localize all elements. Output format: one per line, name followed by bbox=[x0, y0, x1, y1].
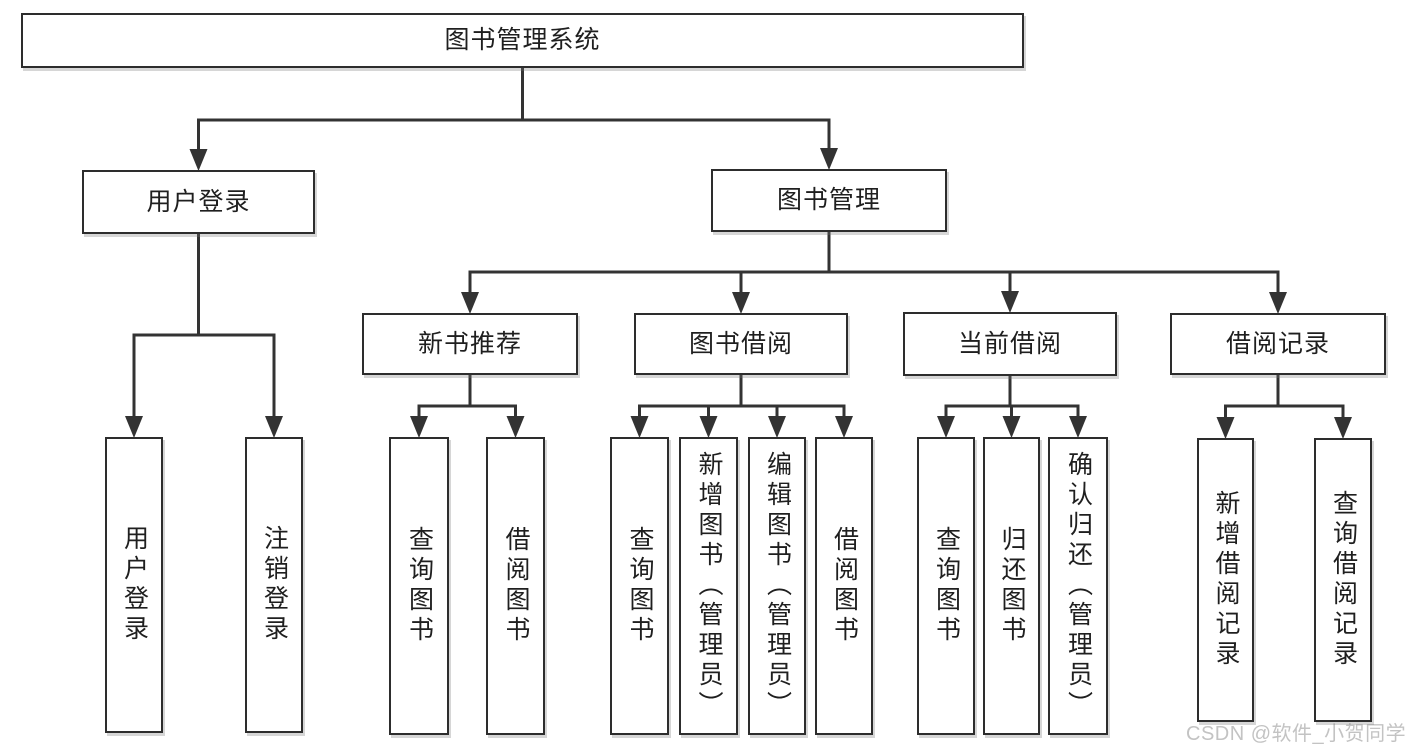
arrowhead-icon bbox=[1069, 416, 1087, 438]
node-book-borrow: 图书借阅 bbox=[634, 313, 848, 375]
node-label: 查询图书 bbox=[405, 526, 434, 646]
node-label: 新增借阅记录 bbox=[1212, 490, 1240, 670]
arrowhead-icon bbox=[125, 416, 143, 438]
node-leaf-borrow-book-2: 借阅图书 bbox=[815, 437, 873, 735]
node-current-borrow: 当前借阅 bbox=[903, 312, 1117, 376]
node-label: 注销登录 bbox=[260, 525, 289, 645]
arrowhead-icon bbox=[265, 416, 283, 438]
node-label: 借阅图书 bbox=[502, 526, 530, 646]
node-label: 编辑图书（管理员） bbox=[763, 451, 792, 721]
arrowhead-icon bbox=[1269, 292, 1287, 314]
node-label: 用户登录 bbox=[120, 525, 149, 645]
arrowhead-icon bbox=[768, 416, 786, 438]
node-label: 查询借阅记录 bbox=[1329, 490, 1358, 670]
node-leaf-borrow-book-1: 借阅图书 bbox=[486, 437, 545, 735]
node-leaf-logout: 注销登录 bbox=[245, 437, 303, 733]
node-borrow-record: 借阅记录 bbox=[1170, 313, 1386, 375]
node-leaf-return-book: 归还图书 bbox=[983, 437, 1040, 735]
node-label: 图书借阅 bbox=[688, 329, 793, 358]
arrowhead-icon bbox=[506, 416, 525, 438]
node-label: 归还图书 bbox=[998, 526, 1026, 646]
node-label: 借阅图书 bbox=[830, 526, 859, 646]
node-label: 查询图书 bbox=[626, 526, 654, 646]
node-leaf-add-borrow-record: 新增借阅记录 bbox=[1197, 438, 1254, 722]
arrowhead-icon bbox=[1001, 291, 1019, 313]
arrowhead-icon bbox=[699, 416, 718, 438]
node-leaf-confirm-return: 确认归还（管理员） bbox=[1048, 437, 1108, 735]
arrowhead-icon bbox=[461, 292, 479, 314]
arrowhead-icon bbox=[1334, 417, 1352, 439]
node-label: 图书管理 bbox=[776, 186, 881, 214]
node-label: 查询图书 bbox=[932, 526, 961, 646]
node-user-login: 用户登录 bbox=[82, 170, 315, 234]
node-leaf-edit-book: 编辑图书（管理员） bbox=[748, 437, 806, 735]
arrowhead-icon bbox=[937, 416, 955, 438]
arrowhead-icon bbox=[189, 149, 208, 171]
node-leaf-add-book: 新增图书（管理员） bbox=[679, 437, 738, 735]
arrowhead-icon bbox=[835, 416, 853, 438]
node-new-book-recommend: 新书推荐 bbox=[362, 313, 578, 375]
arrowhead-icon bbox=[732, 292, 750, 314]
node-label: 新增图书（管理员） bbox=[695, 451, 723, 721]
node-label: 新书推荐 bbox=[417, 329, 522, 358]
node-leaf-user-login: 用户登录 bbox=[105, 437, 163, 733]
node-label: 用户登录 bbox=[146, 187, 251, 216]
arrowhead-icon bbox=[630, 416, 649, 438]
arrowhead-icon bbox=[820, 148, 838, 170]
arrowhead-icon bbox=[1002, 416, 1021, 438]
node-label: 确认归还（管理员） bbox=[1064, 451, 1093, 721]
node-leaf-query-book-3: 查询图书 bbox=[917, 437, 975, 735]
node-leaf-query-book-1: 查询图书 bbox=[389, 437, 449, 735]
node-label: 当前借阅 bbox=[957, 329, 1062, 358]
arrowhead-icon bbox=[410, 416, 428, 438]
node-book-mgmt: 图书管理 bbox=[711, 169, 947, 232]
node-leaf-query-borrow-record: 查询借阅记录 bbox=[1314, 438, 1372, 722]
node-leaf-query-book-2: 查询图书 bbox=[610, 437, 669, 735]
node-root: 图书管理系统 bbox=[21, 13, 1024, 68]
arrowhead-icon bbox=[1216, 417, 1235, 439]
node-label: 借阅记录 bbox=[1225, 329, 1330, 358]
node-label: 图书管理系统 bbox=[444, 26, 601, 54]
